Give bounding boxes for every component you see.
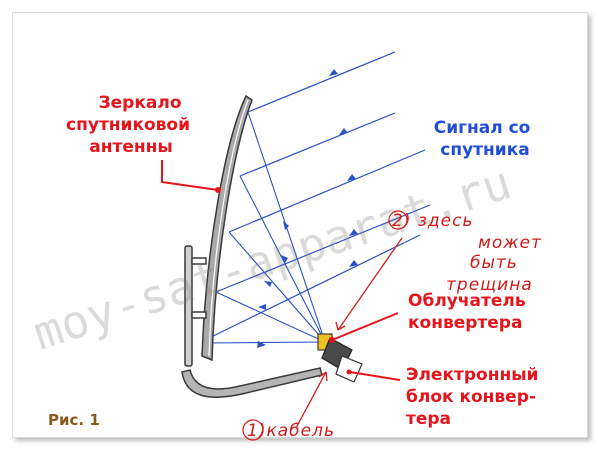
mirror-label: Зеркало спутниковой антенны: [66, 93, 196, 157]
handwritten-pointers: [295, 237, 403, 429]
cable-pointer: [295, 371, 327, 429]
converter-assembly: [317, 333, 363, 383]
electronic-block: [335, 355, 363, 383]
feed-pointer: [331, 312, 399, 341]
figure-caption: Рис. 1: [48, 411, 100, 429]
arrow-icon: [257, 341, 266, 348]
reflected-ray: [228, 231, 326, 343]
crack-annotation: 2) здесь может быть трещина: [388, 210, 548, 295]
arrow-icon: [347, 174, 356, 181]
crack-pointer: [337, 237, 403, 331]
signal-arrows: [329, 69, 358, 267]
reflected-ray: [215, 291, 326, 343]
arrow-icon: [339, 128, 348, 135]
arrow-icon: [349, 260, 358, 267]
reflected-ray: [239, 175, 326, 343]
arrow-icon: [264, 281, 272, 287]
block-pointer: [349, 371, 401, 381]
cable-annotation: 1)кабель: [242, 419, 335, 441]
crack-note: 2) здесь может быть трещина: [392, 211, 548, 295]
feed-label: Облучатель конвертера: [408, 291, 532, 333]
signal-label: Сигнал со спутника: [434, 118, 537, 160]
feed-pointer-dot: [329, 337, 335, 343]
mirror-pointer: [161, 160, 219, 191]
arrow-icon: [329, 69, 338, 76]
reflected-arrows: [257, 221, 289, 348]
signal-ray: [239, 112, 396, 177]
mount-bracket: [184, 245, 207, 367]
cable-arrow-icon: [318, 371, 328, 382]
cable-note: 1)кабель: [247, 421, 335, 441]
number-circle-2: [388, 210, 408, 230]
reflected-ray: [207, 341, 326, 344]
arrow-icon: [281, 255, 288, 263]
crack-arrow-icon: [335, 321, 346, 331]
signal-ray: [215, 204, 431, 293]
signal-ray: [204, 234, 421, 341]
number-circle-1: [242, 419, 264, 441]
arrow-icon: [349, 229, 358, 236]
feed-arm: [181, 367, 323, 398]
arrow-icon: [283, 221, 289, 230]
label-pointers: [161, 160, 401, 381]
figure-frame: [12, 12, 588, 438]
block-label: Электронный блок конвер- тера: [406, 365, 544, 429]
block-pointer-dot: [346, 369, 352, 375]
arrow-icon: [258, 304, 266, 310]
signal-ray: [247, 51, 396, 113]
